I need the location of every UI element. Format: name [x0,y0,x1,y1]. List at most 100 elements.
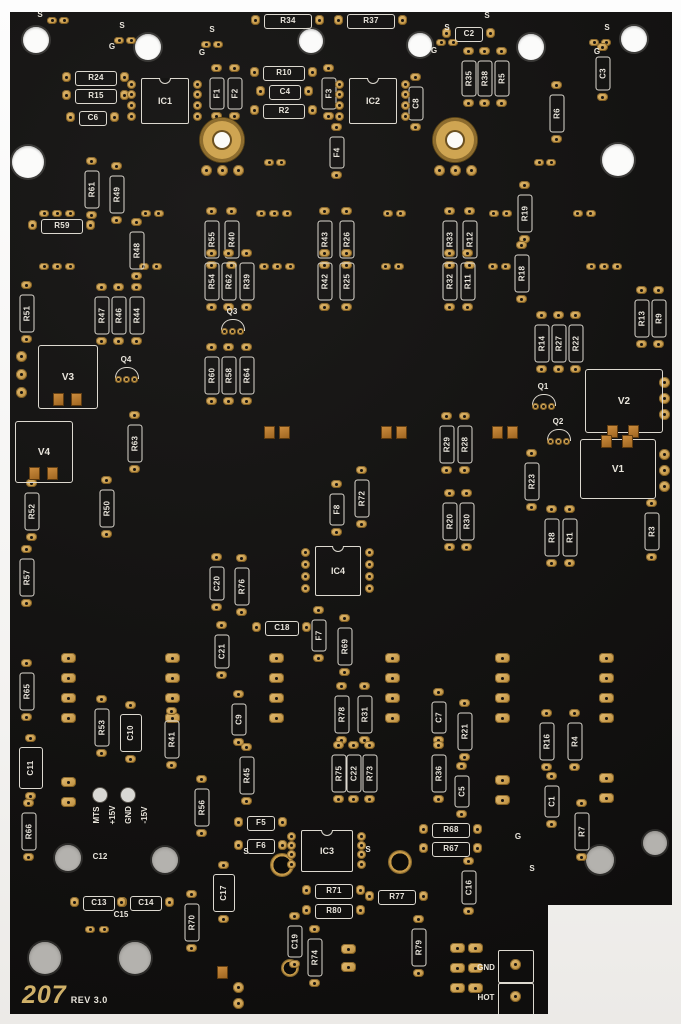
pad-hole [513,962,517,966]
component-label: R25 [339,262,355,300]
solder-pad [440,412,452,420]
pad-hole [28,794,32,798]
pad-hole [359,862,363,866]
solder-pad [251,622,261,632]
silk-text: S [529,864,535,873]
solder-pad [128,465,140,473]
pad-hole [214,605,218,609]
pad-hole [554,83,558,87]
solder-pad [494,795,510,805]
solder-pad [24,792,36,800]
solder-pad [140,209,151,217]
solder-pad [225,207,237,215]
solder-pad [393,262,404,270]
pad-hole [522,237,526,241]
pad-hole [199,831,203,835]
pad-hole [567,507,571,511]
solder-pad [213,40,223,48]
component-label: R21 [457,712,473,750]
solder-pad [95,695,107,703]
pad-hole [316,608,320,612]
component-label: F4 [329,136,345,168]
solder-pad [220,327,228,335]
pad-hole [362,684,366,688]
solder-pad [276,158,286,166]
mounting-hole [518,34,544,60]
smd-pad [264,426,275,439]
solder-pad [509,958,521,970]
solder-pad [332,795,344,803]
pad-hole [129,82,133,86]
solder-pad [485,28,495,38]
solder-pad [460,489,472,497]
solder-pad [85,157,97,165]
solder-pad [185,890,197,898]
silk-text: GND [477,963,495,972]
solder-pad [509,990,521,1002]
pad-hole [236,740,240,744]
solder-pad [340,962,356,972]
pad-hole [274,656,278,660]
solder-pad [39,262,49,270]
component-label: R44 [129,296,145,334]
solder-pad [334,111,344,121]
pad-hole [304,888,308,892]
solder-pad [550,81,562,89]
pad-hole [455,966,459,970]
pad-hole [466,101,470,105]
solder-pad [364,559,374,569]
pad-hole [229,209,233,213]
pad-hole [473,986,477,990]
pad-hole [114,218,118,222]
solder-pad [568,709,580,717]
solder-pad [314,15,324,25]
pad-hole [19,390,23,394]
pad-hole [656,342,660,346]
component-label: C22 [346,754,362,792]
pad-hole [252,108,256,112]
pad-hole [604,656,608,660]
solder-pad [164,693,180,703]
pad-hole [62,18,66,22]
pad-hole [541,404,545,408]
pad-hole [169,763,173,767]
solder-pad [545,772,557,780]
transistor-label: Q1 [537,382,549,391]
component-label: R65 [19,672,35,710]
pad-hole [500,696,504,700]
solder-pad [432,736,444,744]
solder-pad [110,216,122,224]
component-label: R39 [239,262,255,300]
component-label: R76 [234,567,250,605]
pad-hole [167,900,171,904]
component-label: R59 [41,218,83,234]
solder-pad [236,327,244,335]
solder-pad [60,777,76,787]
solder-pad [27,220,37,230]
solder-filled-hole [586,846,614,874]
solder-pad [525,503,537,511]
solder-pad [95,749,107,757]
component-label: R77 [378,889,416,905]
solder-pad [645,499,657,507]
pad-hole [134,339,138,343]
solder-pad [264,158,274,166]
solder-pad [69,897,79,907]
pad-hole [504,264,507,268]
component-label: C11 [19,747,43,789]
pad-hole [556,439,560,443]
pad-hole [413,75,417,79]
pad-hole [66,656,70,660]
component-label: C1 [544,785,560,817]
pad-hole [24,601,28,605]
pad-hole [157,211,160,215]
pad-hole [529,505,533,509]
solder-pad [240,343,252,351]
solder-pad [128,411,140,419]
pad-hole [436,743,440,747]
solder-pad [467,963,483,973]
component-label: R70 [184,903,200,941]
component-label: R75 [331,754,347,792]
pad-hole [556,367,560,371]
solder-pad [462,907,474,915]
